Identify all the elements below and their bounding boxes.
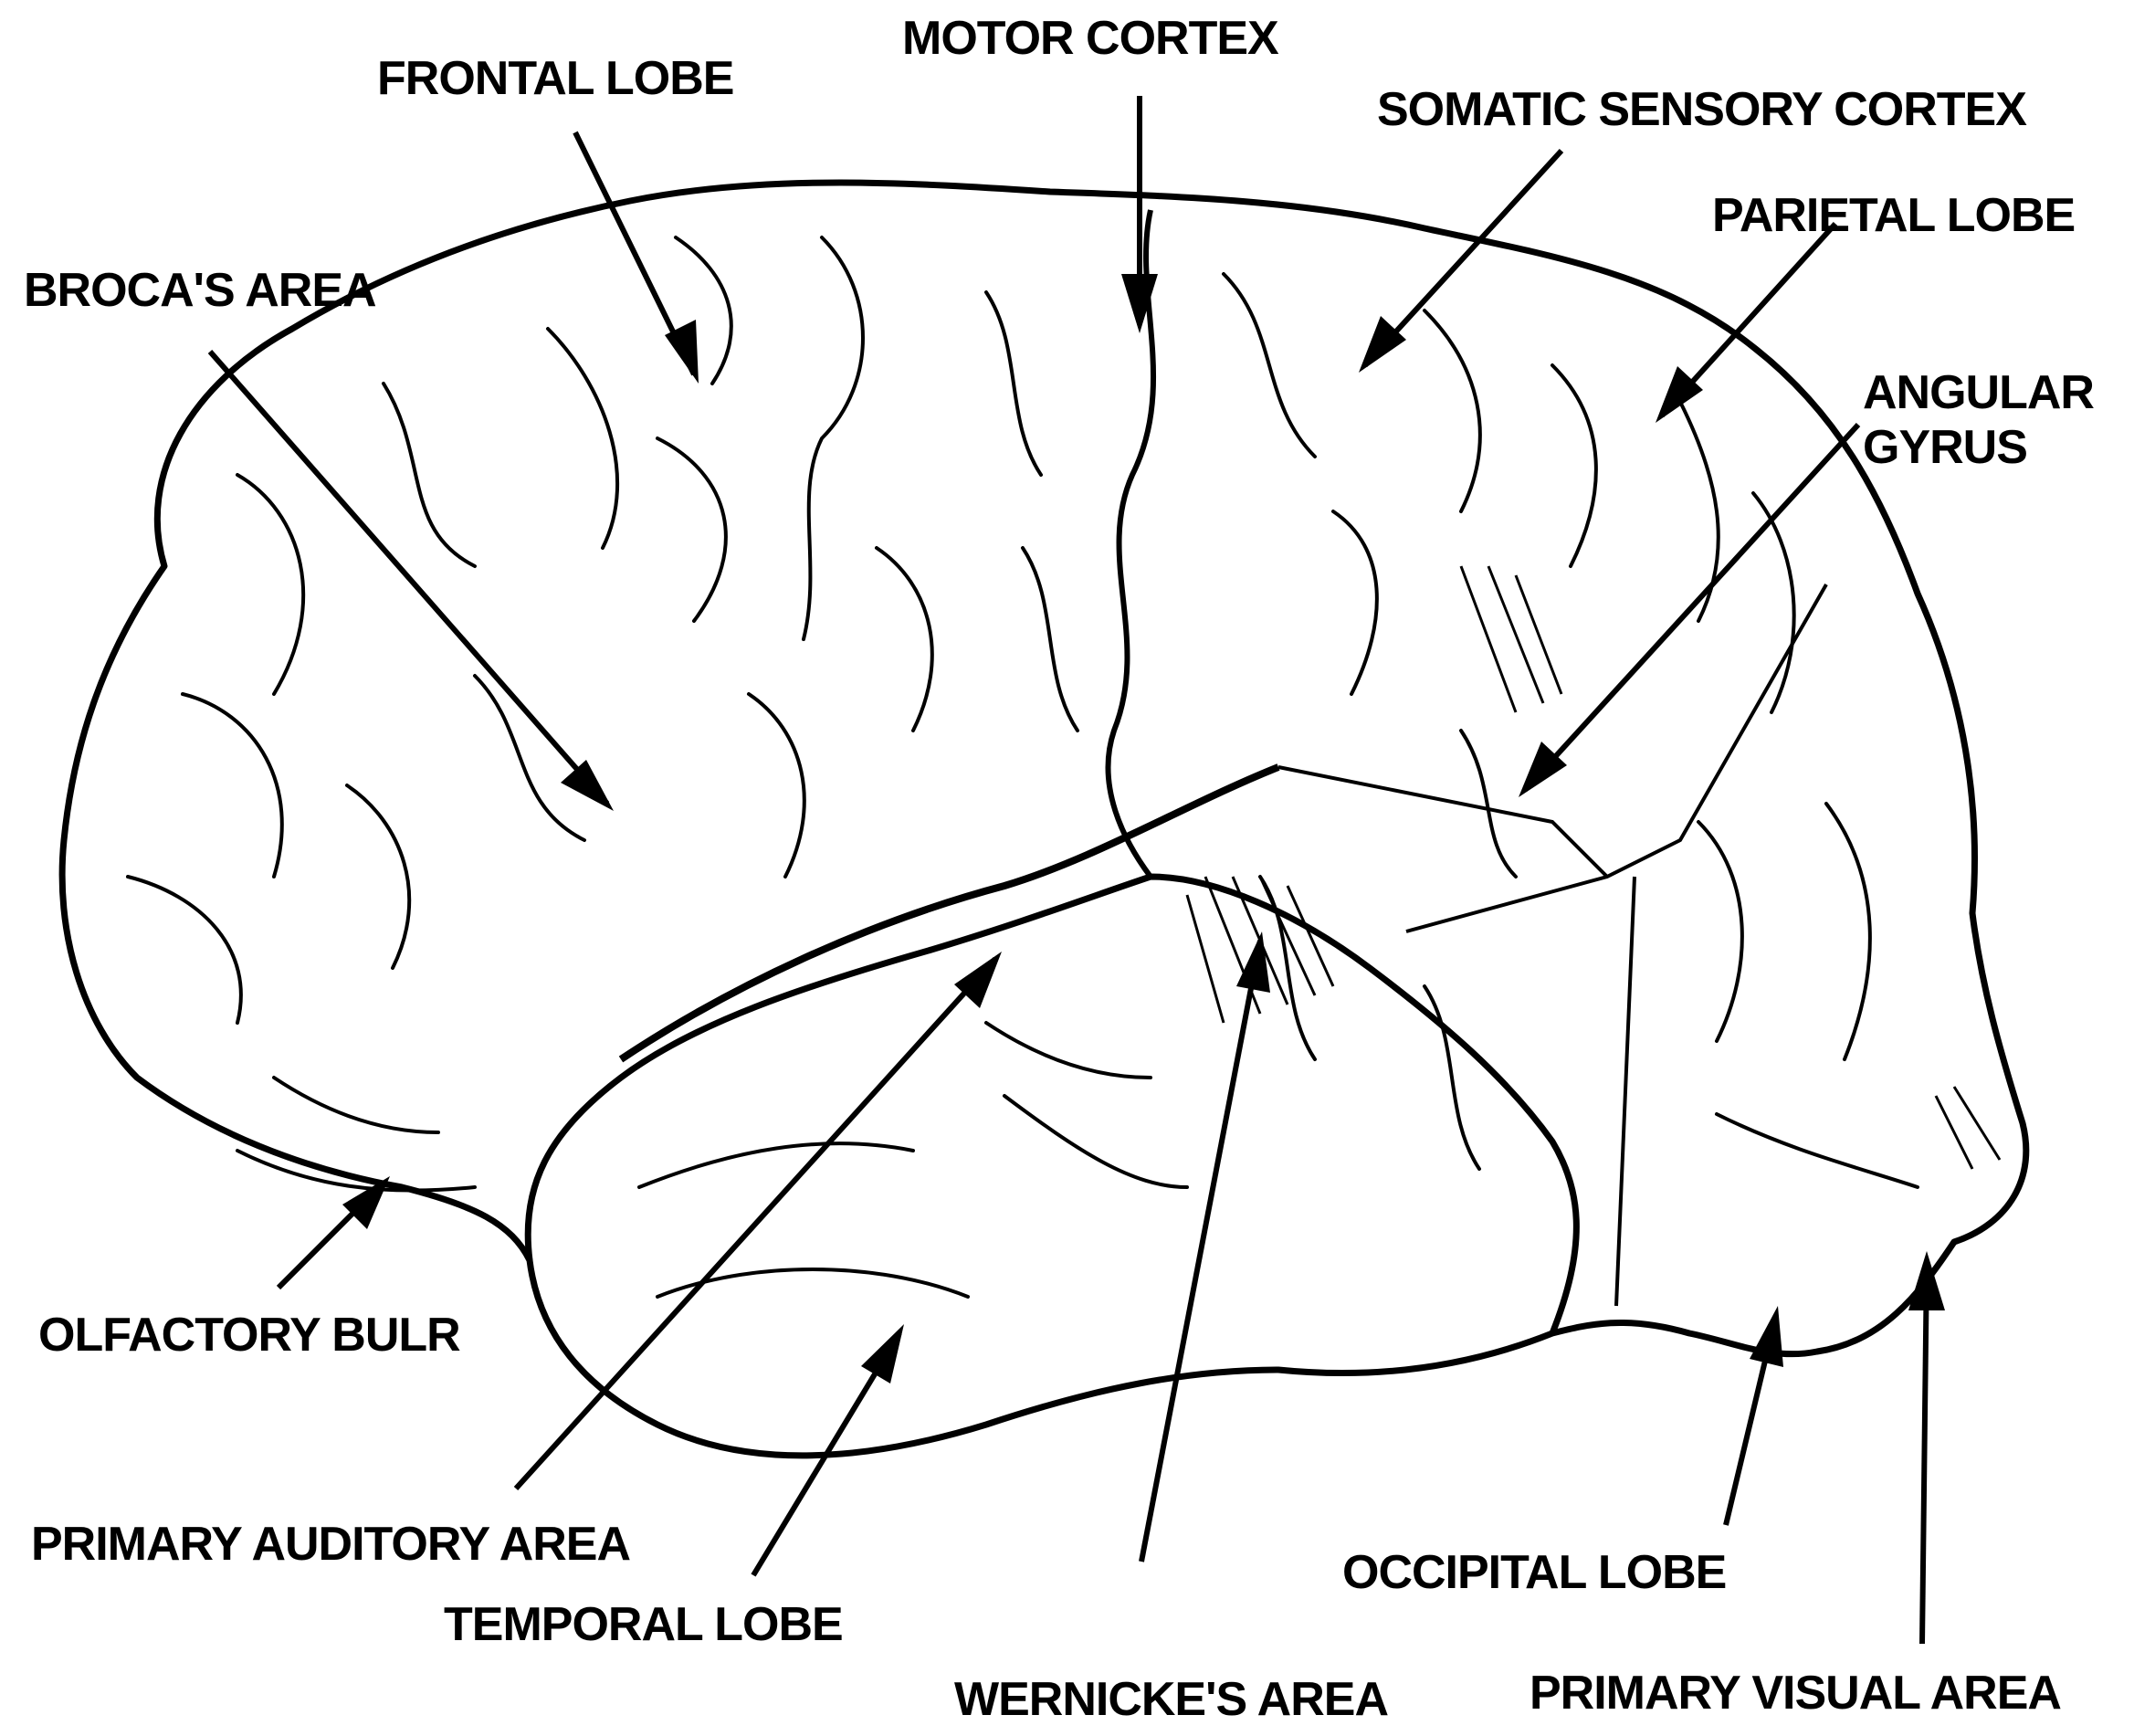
label-olfactory-bulb: OLFACTORY BULR	[38, 1308, 460, 1362]
label-angular-gyrus-line1: ANGULAR	[1863, 365, 2094, 420]
label-primary-auditory-area: PRIMARY AUDITORY AREA	[31, 1517, 630, 1572]
label-occipital-lobe: OCCIPITAL LOBE	[1342, 1545, 1726, 1600]
label-temporal-lobe: TEMPORAL LOBE	[444, 1597, 843, 1652]
label-motor-cortex: MOTOR CORTEX	[902, 11, 1278, 66]
label-wernickes-area: WERNICKE'S AREA	[954, 1672, 1388, 1727]
label-angular-gyrus-line2: GYRUS	[1863, 420, 2094, 475]
arrowhead-olfactory-bulb	[342, 1176, 390, 1229]
label-angular-gyrus: ANGULAR GYRUS	[1863, 365, 2094, 475]
label-brocas-area: BROCA'S AREA	[24, 263, 376, 318]
label-primary-visual-area: PRIMARY VISUAL AREA	[1530, 1666, 2061, 1720]
label-parietal-lobe: PARIETAL LOBE	[1712, 188, 2075, 243]
brain-outline	[62, 183, 2026, 1456]
label-frontal-lobe: FRONTAL LOBE	[377, 51, 734, 106]
label-somatic-sensory-cortex: SOMATIC SENSORY CORTEX	[1377, 82, 2026, 137]
arrow-primary-visual-area	[1922, 1260, 1927, 1644]
